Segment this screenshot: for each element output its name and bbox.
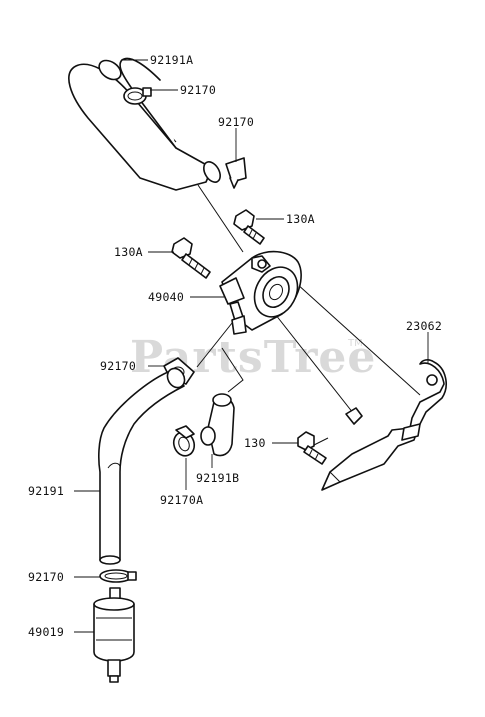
label-92170-clamp-mid[interactable]: 92170 <box>218 115 254 129</box>
label-92170-clamp-bottom[interactable]: 92170 <box>28 570 64 584</box>
bolt-right-part[interactable] <box>233 209 265 245</box>
label-23062-bracket[interactable]: 23062 <box>406 319 442 333</box>
bolt-bracket-part[interactable] <box>297 431 327 465</box>
part-labels: 92191A 92170 92170 130A 130A 49040 23062… <box>28 53 442 639</box>
label-92191b-hose[interactable]: 92191B <box>196 471 239 485</box>
label-92170a-clamp[interactable]: 92170A <box>160 493 203 507</box>
fuel-filter-part[interactable] <box>93 587 135 683</box>
label-130a-bolt-left[interactable]: 130A <box>114 245 143 259</box>
label-49040-filter-body[interactable]: 49040 <box>148 290 184 304</box>
clamp-a-part[interactable] <box>170 425 197 459</box>
clamp-mid-part[interactable] <box>225 157 247 189</box>
filter-body-part[interactable] <box>219 250 306 335</box>
label-130-bolt[interactable]: 130 <box>244 436 266 450</box>
leader-lines <box>74 59 429 633</box>
watermark-tm: TM <box>347 338 363 349</box>
label-92191-hose[interactable]: 92191 <box>28 484 64 498</box>
label-92191a-hose[interactable]: 92191A <box>150 53 193 67</box>
label-92170-clamp-lower-left[interactable]: 92170 <box>100 359 136 373</box>
label-130a-bolt-right[interactable]: 130A <box>286 212 315 226</box>
label-92170-clamp-upper[interactable]: 92170 <box>180 83 216 97</box>
clamp-upper-part[interactable] <box>123 87 152 105</box>
short-hose-part[interactable] <box>200 393 235 457</box>
clamp-bottom-part[interactable] <box>99 569 137 583</box>
bracket-part[interactable] <box>321 359 447 491</box>
upper-hose-part[interactable] <box>68 57 224 191</box>
lower-hose-part[interactable] <box>98 365 188 565</box>
label-49019-fuel-filter[interactable]: 49019 <box>28 625 64 639</box>
bolt-left-part[interactable] <box>171 237 211 279</box>
assembly-lines <box>151 114 421 449</box>
